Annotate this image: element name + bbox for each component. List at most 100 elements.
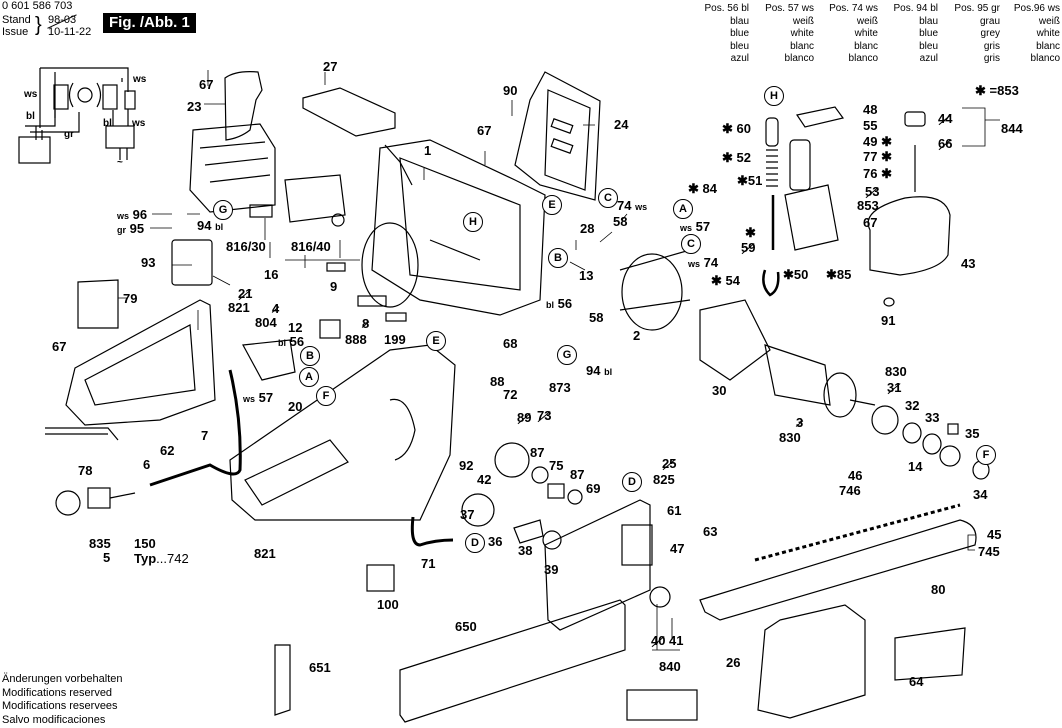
legend-col-96: Pos.96 ws weiß white blanc blanco [1013,3,1060,64]
part-77: 77 ✱ [863,149,892,164]
part-67c: 67 [52,339,67,354]
part-87a: 87 [530,445,545,460]
star-icon: ✱ [975,83,990,98]
part-23: 23 [187,99,202,114]
callout-f-1: F [316,386,336,406]
badge-100-drawing [366,564,395,592]
part-41: 41 [669,633,684,648]
modifications-notice: Änderungen vorbehalten Modifications res… [2,673,123,726]
part-821b: 821 [254,546,276,561]
part-63: 63 [703,524,718,539]
main-housing-821-drawing [229,344,456,521]
part-39: 39 [544,562,559,577]
star-icon: ✱ [881,149,892,164]
part-71: 71 [421,556,436,571]
part-38: 38 [518,543,533,558]
callout-e-1: E [542,195,562,215]
callout-b-2: B [300,346,320,366]
callout-h-2: H [764,86,784,106]
sprocket-40-drawing [649,586,671,608]
callout-f-2: F [976,445,996,465]
hose-54-drawing [762,269,780,297]
ring-33-drawing [922,433,942,455]
gear-36-drawing [461,493,495,527]
part-42: 42 [477,472,492,487]
front-hand-guard-drawing [514,71,601,201]
star-icon: ✱ [722,121,737,136]
part-40-obsolete: 40 [651,633,666,648]
part-79: 79 [123,291,138,306]
switch-drawing [242,339,296,381]
part-94b: 94 bl [586,363,613,378]
stand-value-struck: 98-03 [48,14,77,26]
callout-a-1: A [673,199,693,219]
part-13: 13 [579,268,594,283]
part-58b: 58 [613,214,628,229]
part-96: ws 96 [117,207,148,222]
wiring-schematic [18,67,136,164]
star-note: ✱ =853 [975,83,1019,98]
spring-52-drawing [766,149,778,187]
legend-col-95: Pos. 95 gr grau grey gris gris [954,3,1000,64]
wire-label-gr: gr [64,129,74,140]
label-9-drawing [326,262,346,272]
grommet-91-drawing [883,297,895,307]
saw-chain-drawing [754,503,961,562]
label-79-drawing [77,279,119,329]
part-7: 7 [201,428,209,443]
part-24: 24 [614,117,629,132]
switch-12-drawing [319,319,341,339]
wire-label-ws-right: ws [132,118,146,129]
part-93: 93 [141,255,156,270]
pump-frame-53-drawing [784,184,839,251]
fan-baffle-30-drawing [699,299,771,381]
part-59-obsolete: 59 [741,240,756,255]
part-72: 72 [503,387,518,402]
part-28: 28 [580,221,595,236]
part-85: ✱85 [826,267,852,282]
callout-c-2: C [681,234,701,254]
part-36: 36 [488,534,503,549]
part-75: 75 [549,458,564,473]
field-coil-2-drawing [619,249,691,331]
part-54: ✱ 54 [711,273,740,288]
star-icon: ✱ [783,267,794,282]
part-56a: bl 56 [278,334,305,349]
bearing-31-drawing [871,405,899,435]
part-48: 48 [863,102,878,117]
part-55: 55 [863,118,878,133]
pump-part-49-drawing [789,139,811,191]
part-61: 61 [667,503,682,518]
plug-drawing [55,487,136,516]
star-icon: ✱ [881,134,892,149]
part-49: 49 ✱ [863,134,892,149]
part-16: 16 [264,267,279,282]
nut-drawing [947,423,959,435]
motor-housing-drawing [361,139,546,316]
part-745: 745 [978,544,1000,559]
rear-handle-drawing [189,71,276,213]
bearing-39-drawing [542,530,562,550]
type-designation: Typ...742 [134,551,189,566]
callout-h-1: H [463,212,483,232]
part-73-obsolete: 73 [537,408,552,423]
part-199: 199 [384,332,406,347]
brace: } [35,14,42,36]
part-44-obsolete: 44 [938,111,953,126]
part-67d: 67 [863,215,878,230]
part-2: 2 [633,328,641,343]
part-67a: 67 [199,77,214,92]
legend-col-94: Pos. 94 bl blau blue bleu azul [893,3,938,64]
callout-a-2: A [299,367,319,387]
issue-value: 10-11-22 [48,26,92,38]
part-59-star: ✱ [745,226,756,240]
part-835: 835 [89,536,111,551]
gear-89-drawing [494,442,530,478]
star-icon: ✱ [711,273,726,288]
section-detail-drawing [626,689,698,721]
label-8-drawing [357,295,387,307]
wire-label-ws-top: ws [133,74,147,85]
part-78: 78 [78,463,93,478]
ac-symbol: ~ [117,157,123,168]
